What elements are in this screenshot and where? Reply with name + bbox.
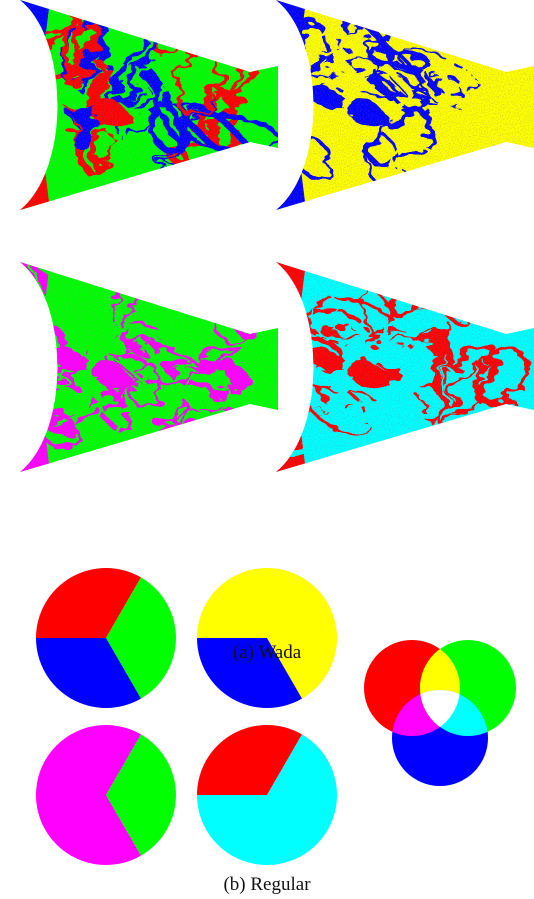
- wada-panel-green-magenta: [10, 262, 278, 472]
- wada-swirl-band: [233, 291, 256, 335]
- caption-regular: (b) Regular: [0, 874, 534, 896]
- wada-speckle: [10, 0, 278, 210]
- regular-circle-red-cyan: [197, 725, 337, 865]
- wada-panel-red-cyan: [266, 262, 534, 472]
- regular-circle-blue-yellow: [197, 568, 337, 708]
- wada-panel-blue-yellow: [266, 0, 534, 210]
- wada-panel-rgb: [8, 0, 280, 210]
- wada-speckle: [10, 262, 278, 472]
- wada-swirl-band: [204, 31, 232, 59]
- wada-speckle: [266, 0, 534, 210]
- wada-speckle: [266, 262, 534, 472]
- regular-circle-rgb: [36, 568, 176, 708]
- regular-circle-magenta-green: [36, 725, 176, 865]
- caption-wada: (a) Wada: [0, 642, 534, 664]
